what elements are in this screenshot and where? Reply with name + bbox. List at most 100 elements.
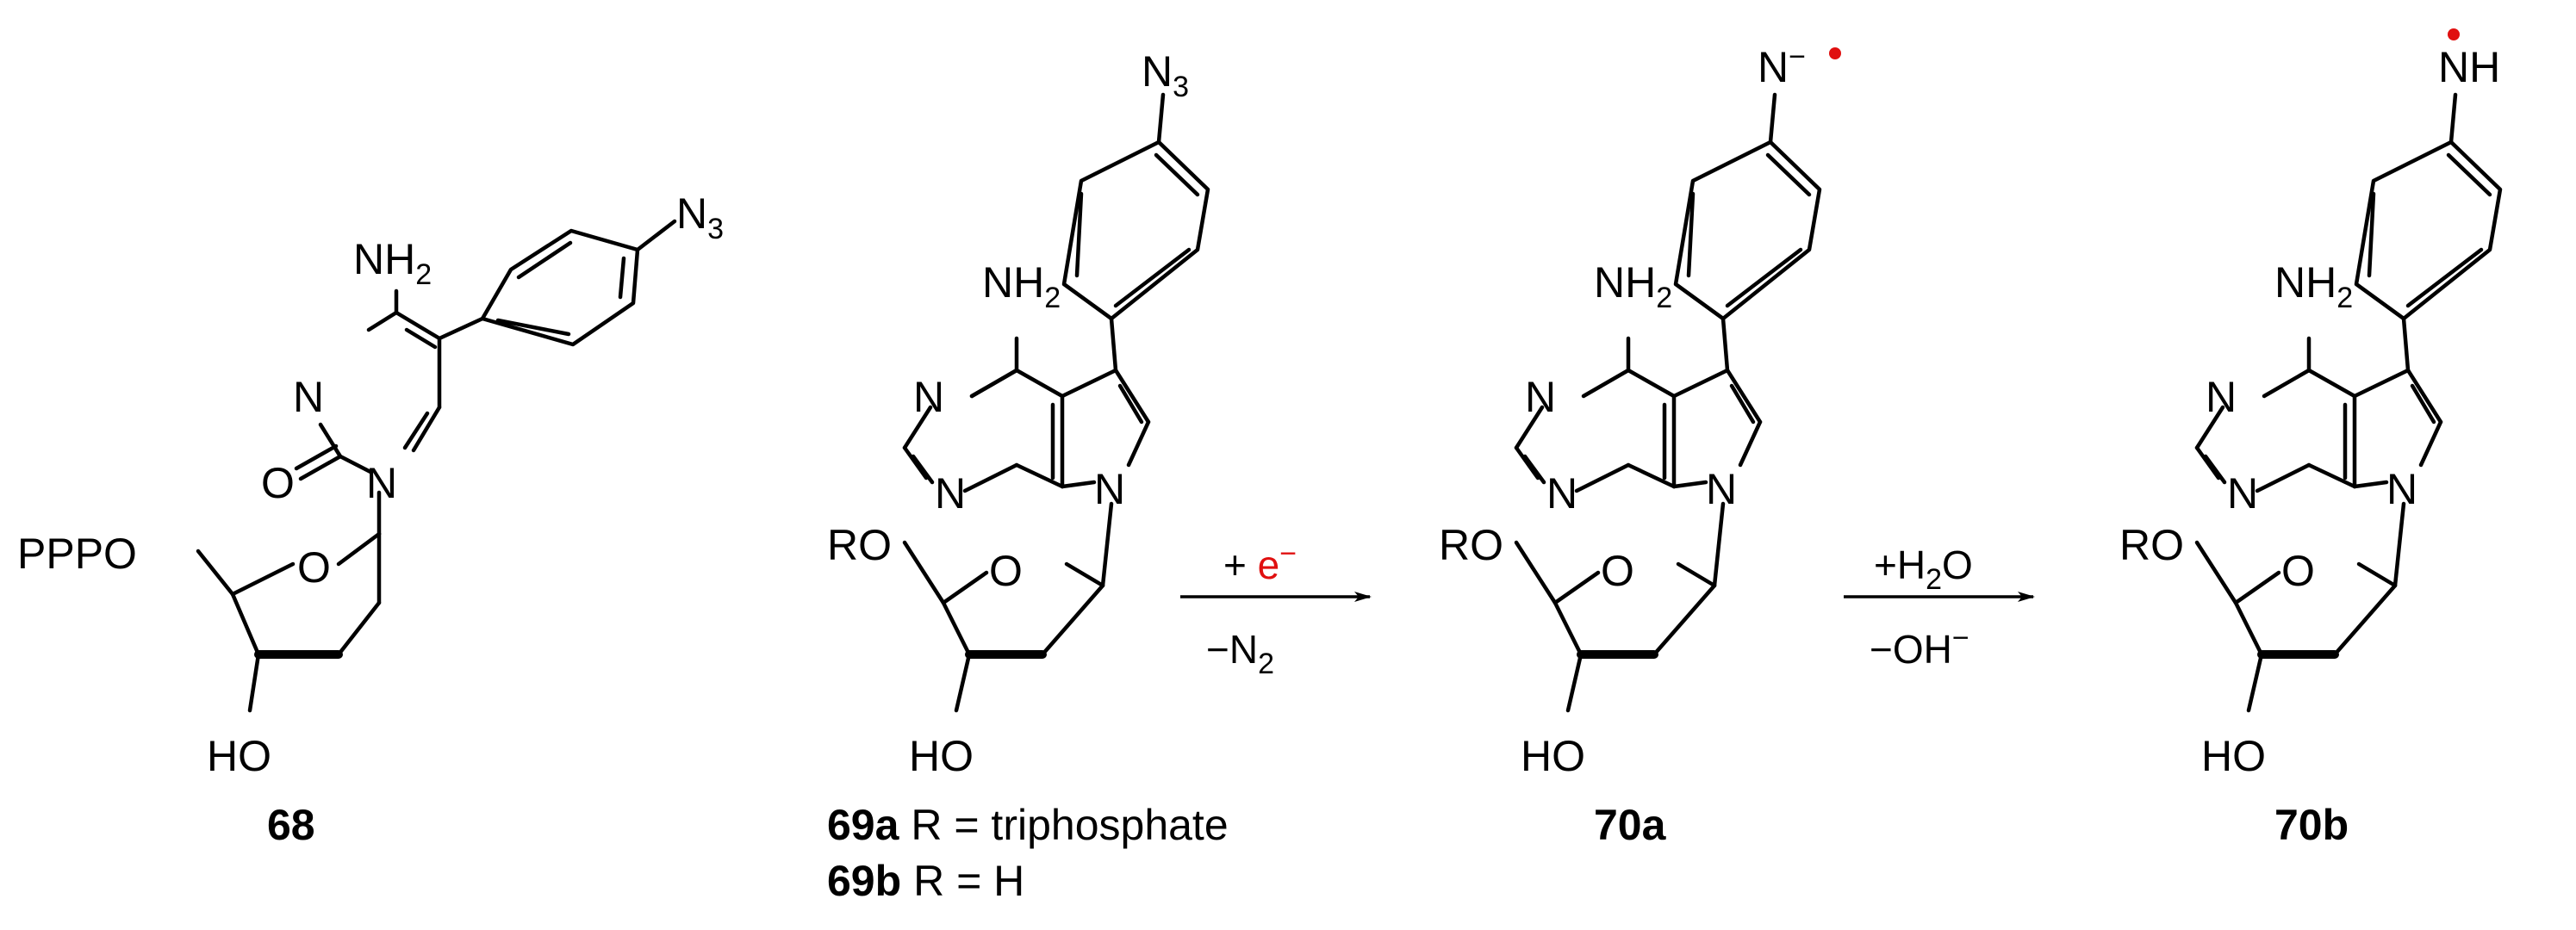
bond (2203, 454, 2227, 485)
bond (941, 570, 989, 605)
compound-label-70a: 70a (1594, 801, 1667, 849)
bond (1671, 480, 1708, 489)
bond (366, 310, 399, 332)
bond (437, 316, 485, 341)
bond (1686, 191, 1696, 278)
bond (2255, 462, 2312, 493)
bond (2246, 652, 2264, 713)
bond (2405, 368, 2443, 425)
reaction-arrow-1: + e− −N2 (1180, 537, 1372, 680)
ring-n-label: N (2386, 465, 2417, 513)
ring-n-label: N (366, 459, 397, 507)
bond (1109, 316, 1118, 373)
bond (2233, 570, 2281, 605)
bond (1652, 583, 1717, 657)
ring-n-label: N (1525, 373, 1556, 421)
bond (1514, 405, 1545, 450)
bond (2194, 445, 2221, 480)
bond (1712, 501, 1726, 588)
bond (516, 240, 573, 280)
ho-label: HO (1521, 732, 1585, 780)
bond (1014, 368, 1065, 399)
bond (2356, 561, 2398, 588)
bond (2448, 92, 2458, 145)
bond (902, 405, 933, 450)
ho-label: HO (207, 732, 271, 780)
compound-69: NH2 N N N O RO HO N3 69a R = triphosphat… (827, 47, 1229, 905)
bond (1768, 92, 1777, 145)
ring-n-label: N (1094, 465, 1125, 513)
bond (1765, 152, 1812, 197)
compound-70b: NH2 N N N O RO HO NH 70b (2119, 28, 2503, 849)
bond (2306, 368, 2357, 399)
bond (1014, 462, 1065, 489)
bond (1720, 316, 1730, 373)
bond (402, 411, 430, 450)
bond (2332, 583, 2398, 657)
arrow-below-text: −OH− (1870, 622, 1969, 672)
ring-o-label: O (1601, 547, 1634, 595)
bond (1552, 570, 1601, 605)
bond (230, 592, 261, 657)
ring-o-label: O (989, 547, 1023, 595)
bond (2401, 316, 2411, 373)
amine-label: NH2 (1594, 258, 1672, 314)
bond (954, 652, 972, 713)
bond (1552, 600, 1584, 657)
ro-label: RO (1439, 521, 1503, 569)
bond (2405, 247, 2484, 308)
bond (2418, 419, 2443, 468)
arrow-above-text: + e− (1223, 537, 1297, 587)
bond (1574, 462, 1631, 493)
ring-n-label: N (2227, 469, 2258, 518)
compound-label-69b: 69b R = H (827, 857, 1024, 905)
bond (1113, 247, 1192, 308)
bond (2410, 383, 2436, 425)
bond (1725, 247, 1803, 308)
bond (404, 327, 438, 350)
radical-dot (2448, 28, 2460, 40)
bond (1626, 462, 1677, 489)
bond (1725, 368, 1763, 425)
amine-label: NH2 (353, 235, 432, 291)
arrow-below-text: −N2 (1206, 627, 1274, 680)
bond (2306, 462, 2357, 489)
radical-dot (1829, 47, 1841, 59)
bond (902, 540, 946, 605)
azide-label: N3 (1142, 47, 1189, 103)
bond (298, 454, 343, 481)
bond (1626, 368, 1677, 399)
bond (1671, 368, 1730, 399)
compound-label-69a: 69a R = triphosphate (827, 801, 1229, 849)
bond (1060, 480, 1097, 489)
bond (2367, 191, 2376, 278)
bond (1514, 445, 1540, 480)
compound-70a: NH2 N N N O RO HO N− 70a (1439, 40, 1841, 849)
bond (618, 256, 626, 300)
bond (338, 454, 373, 474)
bond (2194, 540, 2238, 605)
bond (1738, 419, 1763, 468)
bond (1581, 368, 1631, 399)
bond (1156, 92, 1166, 145)
ho-label: HO (909, 732, 974, 780)
bond (2233, 600, 2264, 657)
bond (318, 422, 343, 459)
bond (635, 219, 677, 252)
bond (2194, 405, 2225, 450)
ring-n-label: N (1706, 465, 1737, 513)
bond (1113, 368, 1151, 425)
ring-n-label: N (913, 373, 944, 421)
ring-o-label: O (2281, 547, 2315, 595)
bond (2262, 368, 2312, 399)
pppo-label: PPPO (17, 530, 137, 578)
bond (1074, 191, 1084, 278)
bond (230, 561, 296, 597)
bond (1126, 419, 1151, 468)
bond (247, 652, 261, 713)
bond (902, 445, 929, 480)
bond (969, 368, 1019, 399)
amine-label: NH2 (982, 258, 1061, 314)
ring-n-label: N (935, 469, 966, 518)
